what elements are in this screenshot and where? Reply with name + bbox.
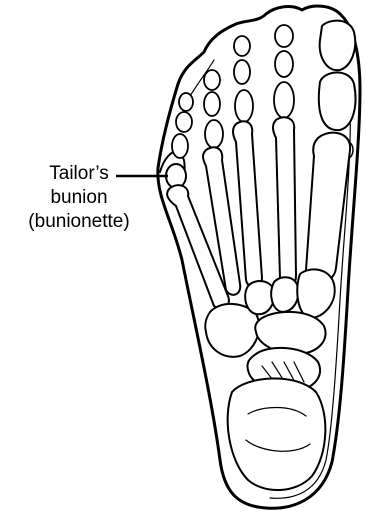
callout-label: Tailor’s bunion (bunionette): [4, 162, 154, 234]
label-line-1: Tailor’s: [4, 162, 154, 186]
label-line-2: bunion: [4, 186, 154, 210]
cuneiform-intermediate: [271, 277, 298, 312]
cuneiform-lateral: [245, 281, 274, 314]
calcaneus: [228, 378, 326, 490]
label-line-3: (bunionette): [4, 210, 154, 234]
